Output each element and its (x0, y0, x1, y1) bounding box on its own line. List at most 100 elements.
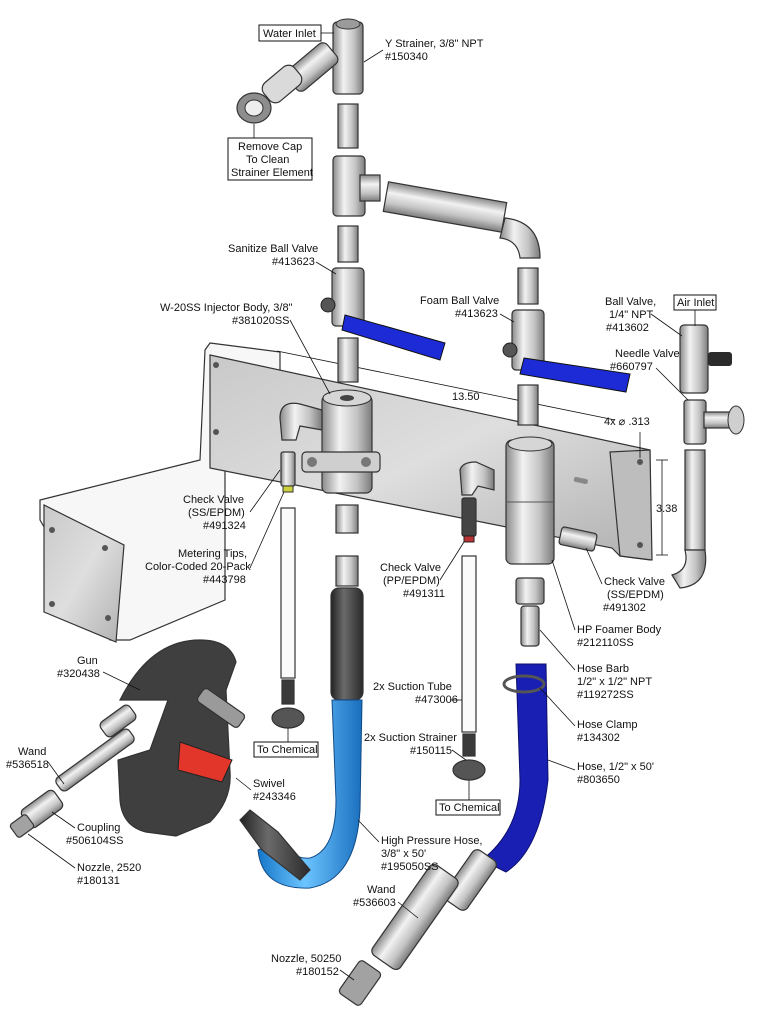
swivel-name: Swivel (253, 778, 285, 790)
coupling-part: #506104SS (66, 835, 124, 847)
wand-right (371, 849, 497, 971)
suction-strainer-mid (452, 759, 486, 781)
needle-valve-part: #660797 (610, 361, 653, 373)
callout-check-valve-mid: Check Valve (PP/EPDM) #491311 (380, 541, 465, 600)
nozzle-right-part: #180152 (296, 966, 339, 978)
dimension-width-label: 13.50 (452, 391, 480, 403)
hose-clamp-name: Hose Clamp (577, 719, 638, 731)
callout-nozzle-right: Nozzle, 50250 #180152 (271, 953, 355, 981)
y-strainer (261, 18, 364, 104)
injector-outlet-nipple (335, 504, 359, 534)
metering-tips-line-2: Color-Coded 20-Pack (145, 561, 251, 573)
check-valve-right (558, 526, 598, 552)
y-strainer-name: Y Strainer, 3/8" NPT (385, 38, 484, 50)
air-pipe (671, 449, 707, 589)
callout-sanitize-valve: Sanitize Ball Valve #413623 (228, 243, 337, 275)
wand-left-name: Wand (18, 746, 46, 758)
callout-swivel: Swivel #243346 (235, 777, 296, 803)
nipple-foamer-top (517, 384, 539, 426)
to-chemical-left-label: To Chemical (257, 744, 318, 756)
hp-foamer-part: #212110SS (577, 637, 634, 649)
callout-nozzle-left: Nozzle, 2520 #180131 (27, 833, 141, 887)
check-valve-left (280, 451, 296, 493)
dimension-holes-label: 4x ⌀ .313 (604, 416, 650, 428)
to-chemical-right-label: To Chemical (439, 802, 500, 814)
nozzle-left (9, 814, 35, 838)
callout-check-valve-left: Check Valve (SS/EPDM) #491324 (183, 469, 281, 532)
wand-right-name: Wand (367, 884, 395, 896)
suction-tube-name: 2x Suction Tube (373, 681, 452, 693)
callout-hp-hose: High Pressure Hose, 3/8" x 50' #195050SS (357, 819, 483, 873)
nozzle-left-name: Nozzle, 2520 (77, 862, 141, 874)
wand-right-part: #536603 (353, 897, 396, 909)
injector-name: W-20SS Injector Body, 3/8" (160, 302, 293, 314)
suction-strainer-left (271, 707, 305, 729)
strainer-cap (236, 92, 272, 124)
callout-remove-cap: Remove Cap To Clean Strainer Element (227, 124, 313, 181)
dimension-height: 3.38 (656, 459, 677, 556)
check-valve-mid-line-1: Check Valve (380, 562, 441, 574)
callout-air-inlet: Air Inlet (673, 294, 717, 326)
callout-air-ball-valve: Ball Valve, 1/4" NPT #413602 (605, 296, 683, 337)
coupling-name: Coupling (77, 822, 120, 834)
suction-strainer-name: 2x Suction Strainer (364, 732, 457, 744)
callout-injector: W-20SS Injector Body, 3/8" #381020SS (160, 302, 331, 395)
nozzle-right-name: Nozzle, 50250 (271, 953, 341, 965)
check-valve-right-part: #491302 (603, 602, 646, 614)
check-valve-right-line-2: (SS/EPDM) (607, 589, 664, 601)
dimension-height-label: 3.38 (656, 503, 677, 515)
check-valve-left-part: #491324 (203, 520, 246, 532)
needle-valve (683, 399, 745, 445)
hose-barb (515, 577, 545, 647)
nipple-upper (337, 103, 359, 149)
air-ball-valve (679, 324, 732, 394)
sanitize-ball-valve (320, 267, 446, 361)
nipple-sanitize (337, 225, 359, 263)
remove-cap-line-2: To Clean (246, 154, 289, 166)
check-valve-left-line-2: (SS/EPDM) (188, 507, 245, 519)
air-inlet-label: Air Inlet (677, 297, 714, 309)
gun-name: Gun (77, 655, 98, 667)
check-valve-mid-line-2: (PP/EPDM) (383, 575, 440, 587)
sanitize-valve-name: Sanitize Ball Valve (228, 243, 318, 255)
foam-ball-valve (502, 309, 631, 393)
wand-left-part: #536518 (6, 759, 49, 771)
hose-barb-line-2: 1/2" x 1/2" NPT (577, 676, 652, 688)
callout-hose-right: Hose, 1/2" x 50' #803650 (547, 759, 654, 786)
wand-left (55, 704, 137, 792)
metering-tip-tube-left (280, 507, 296, 705)
sanitize-valve-part: #413623 (272, 256, 315, 268)
callout-y-strainer: Y Strainer, 3/8" NPT #150340 (363, 38, 484, 63)
hp-foamer-body (505, 436, 555, 565)
dimension-width: 13.50 (276, 350, 616, 421)
air-ball-valve-name-1: Ball Valve, (605, 296, 656, 308)
check-valve-mid-part: #491311 (403, 588, 445, 600)
callout-coupling: Coupling #506104SS (51, 811, 124, 847)
foam-valve-part: #413623 (455, 308, 498, 320)
hp-hose-line-1: High Pressure Hose, (381, 835, 483, 847)
mid-elbow (459, 461, 495, 496)
injector-body (279, 389, 381, 494)
water-inlet-label: Water Inlet (263, 28, 316, 40)
y-strainer-part: #150340 (385, 51, 428, 63)
swivel-part: #243346 (253, 791, 296, 803)
callout-to-chemical-left: To Chemical (253, 728, 319, 758)
metering-tips-line-1: Metering Tips, (178, 548, 247, 560)
remove-cap-line-3: Strainer Element (231, 167, 313, 179)
spray-gun (117, 639, 246, 837)
remove-cap-line-1: Remove Cap (238, 141, 302, 153)
check-valve-right-line-1: Check Valve (604, 576, 665, 588)
hose-barb-line-1: Hose Barb (577, 663, 629, 675)
nipple-injector-top (337, 337, 359, 383)
callout-suction-strainer: 2x Suction Strainer #150115 (364, 732, 467, 761)
hose-barb-part: #119272SS (577, 689, 634, 701)
callout-water-inlet: Water Inlet (258, 24, 334, 42)
injector-part: #381020SS (232, 315, 290, 327)
check-valve-mid (461, 497, 477, 543)
nozzle-left-part: #180131 (77, 875, 120, 887)
callout-needle-valve: Needle Valve #660797 (610, 348, 689, 401)
metering-tips-part: #443798 (203, 574, 246, 586)
air-ball-valve-part: #413602 (606, 322, 649, 334)
callout-check-valve-right: Check Valve (SS/EPDM) #491302 (585, 547, 665, 614)
callout-gun: Gun #320438 (57, 655, 141, 691)
